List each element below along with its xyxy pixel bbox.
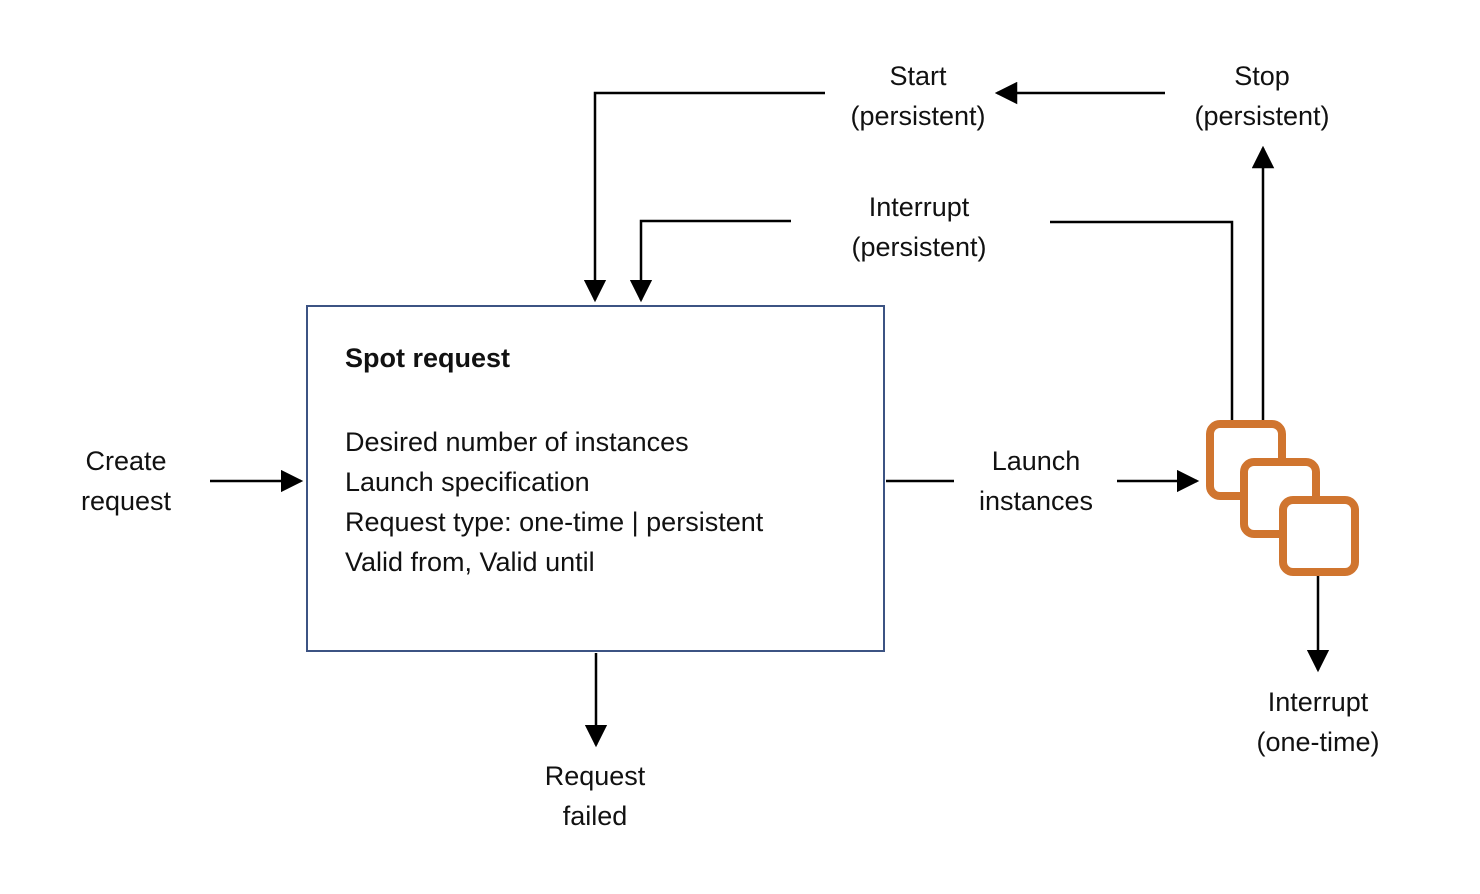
stop-persistent-label: Stop (persistent) xyxy=(1194,61,1330,131)
create-request-label: Create request xyxy=(80,446,172,516)
interrupt-persistent-to-instances-line xyxy=(1050,220,1234,421)
start-persistent-to-box-arrow xyxy=(583,91,825,303)
stacked-instance-squares-icon xyxy=(1206,420,1359,576)
interrupt-one-time-label: Interrupt (one-time) xyxy=(1256,687,1380,757)
spot-request-box: Spot request Desired number of instances… xyxy=(306,305,885,652)
instance-square-front xyxy=(1279,496,1359,576)
spot-request-box-line-2: Launch specification xyxy=(345,467,590,497)
launch-instances-label: Launch instances xyxy=(978,446,1094,516)
spot-request-box-line-4: Valid from, Valid until xyxy=(345,547,595,577)
spot-request-box-title: Spot request xyxy=(345,343,511,373)
interrupt-persistent-label: Interrupt (persistent) xyxy=(851,192,987,262)
interrupt-persistent-to-box-arrow xyxy=(629,219,791,303)
request-failed-label: Request failed xyxy=(544,761,646,831)
spot-request-box-line-3: Request type: one-time | persistent xyxy=(345,507,764,537)
start-persistent-label: Start (persistent) xyxy=(850,61,986,131)
spot-request-box-line-1: Desired number of instances xyxy=(345,427,689,457)
